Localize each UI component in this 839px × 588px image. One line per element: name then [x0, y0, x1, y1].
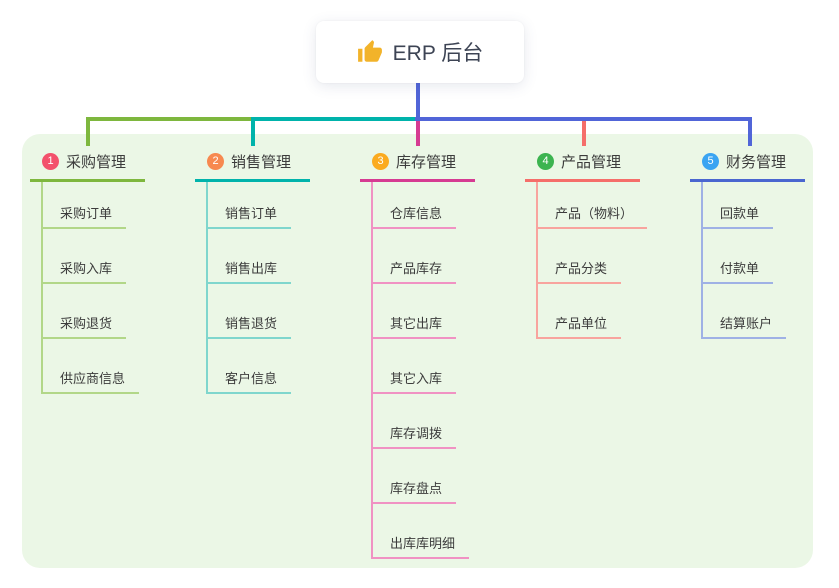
connector-bus-teal [251, 117, 417, 121]
branch-column-1: 1 采购管理 采购订单 采购入库 采购退货 供应商信息 [30, 149, 145, 394]
child-node: 采购退货 [43, 284, 145, 339]
child-node: 客户信息 [208, 339, 310, 394]
child-node-label[interactable]: 付款单 [703, 258, 774, 284]
branch-title: 财务管理 [726, 154, 787, 171]
child-node-label[interactable]: 出库库明细 [373, 533, 470, 559]
branch-title: 库存管理 [396, 154, 457, 171]
child-node-label[interactable]: 采购入库 [43, 258, 127, 284]
child-node: 供应商信息 [43, 339, 145, 394]
child-node: 付款单 [703, 229, 805, 284]
child-node: 采购入库 [43, 229, 145, 284]
child-node-label[interactable]: 产品（物料） [538, 203, 648, 229]
child-node: 其它出库 [373, 284, 475, 339]
branch-children: 产品（物料） 产品分类 产品单位 [536, 182, 648, 339]
branch-number-badge: 4 [537, 153, 554, 170]
branch-children: 采购订单 采购入库 采购退货 供应商信息 [41, 182, 145, 394]
connector-bus-green [86, 117, 253, 121]
branch-column-2: 2 销售管理 销售订单 销售出库 销售退货 客户信息 [195, 149, 310, 394]
connector-root-to-bus [416, 83, 420, 118]
child-node: 库存盘点 [373, 449, 475, 504]
child-node-label[interactable]: 客户信息 [208, 368, 292, 394]
connector-bus-blue [415, 117, 752, 121]
branch-column-4: 4 产品管理 产品（物料） 产品分类 产品单位 [525, 149, 648, 339]
child-node-label[interactable]: 库存盘点 [373, 478, 457, 504]
root-title: ERP 后台 [392, 42, 484, 65]
child-node-label[interactable]: 回款单 [703, 203, 774, 229]
child-node: 产品库存 [373, 229, 475, 284]
child-node-label[interactable]: 其它出库 [373, 313, 457, 339]
mindmap-canvas [22, 134, 813, 568]
child-node-label[interactable]: 仓库信息 [373, 203, 457, 229]
branch-number-badge: 2 [207, 153, 224, 170]
branch-number-badge: 1 [42, 153, 59, 170]
branch-number-badge: 3 [372, 153, 389, 170]
child-node: 销售订单 [208, 182, 310, 229]
branch-header-sales[interactable]: 2 销售管理 [195, 149, 310, 182]
branch-title: 采购管理 [66, 154, 127, 171]
branch-column-5: 5 财务管理 回款单 付款单 结算账户 [690, 149, 805, 339]
child-node: 库存调拨 [373, 394, 475, 449]
root-node[interactable]: ERP 后台 [316, 21, 524, 83]
child-node: 销售出库 [208, 229, 310, 284]
child-node: 产品单位 [538, 284, 647, 339]
child-node-label[interactable]: 其它入库 [373, 368, 457, 394]
child-node-label[interactable]: 产品库存 [373, 258, 457, 284]
child-node: 出库库明细 [373, 504, 475, 559]
child-node: 结算账户 [703, 284, 805, 339]
child-node-label[interactable]: 库存调拨 [373, 423, 457, 449]
child-node: 回款单 [703, 182, 805, 229]
connector-drop-branch-4 [582, 121, 586, 146]
branch-children: 回款单 付款单 结算账户 [701, 182, 805, 339]
connector-drop-branch-5 [748, 117, 752, 146]
child-node-label[interactable]: 结算账户 [703, 313, 787, 339]
branch-title: 销售管理 [231, 154, 292, 171]
child-node-label[interactable]: 供应商信息 [43, 368, 140, 394]
child-node: 其它入库 [373, 339, 475, 394]
connector-drop-branch-1 [86, 117, 90, 146]
child-node-label[interactable]: 产品单位 [538, 313, 622, 339]
branch-children: 仓库信息 产品库存 其它出库 其它入库 库存调拨 库存盘点 出库库明细 [371, 182, 475, 559]
child-node-label[interactable]: 产品分类 [538, 258, 622, 284]
branch-header-finance[interactable]: 5 财务管理 [690, 149, 805, 182]
branch-title: 产品管理 [561, 154, 622, 171]
child-node-label[interactable]: 销售订单 [208, 203, 292, 229]
child-node: 采购订单 [43, 182, 145, 229]
child-node-label[interactable]: 销售退货 [208, 313, 292, 339]
child-node: 产品（物料） [538, 182, 648, 229]
branch-header-purchase[interactable]: 1 采购管理 [30, 149, 145, 182]
branch-number-badge: 5 [702, 153, 719, 170]
child-node: 销售退货 [208, 284, 310, 339]
thumbs-up-icon [357, 39, 383, 65]
child-node-label[interactable]: 销售出库 [208, 258, 292, 284]
child-node: 仓库信息 [373, 182, 475, 229]
child-node-label[interactable]: 采购退货 [43, 313, 127, 339]
child-node: 产品分类 [538, 229, 647, 284]
child-node-label[interactable]: 采购订单 [43, 203, 127, 229]
branch-header-product[interactable]: 4 产品管理 [525, 149, 640, 182]
branch-column-3: 3 库存管理 仓库信息 产品库存 其它出库 其它入库 库存调拨 库存盘点 出库库… [360, 149, 475, 559]
connector-drop-branch-2 [251, 117, 255, 146]
connector-drop-branch-3 [416, 121, 420, 146]
branch-children: 销售订单 销售出库 销售退货 客户信息 [206, 182, 310, 394]
branch-header-inventory[interactable]: 3 库存管理 [360, 149, 475, 182]
